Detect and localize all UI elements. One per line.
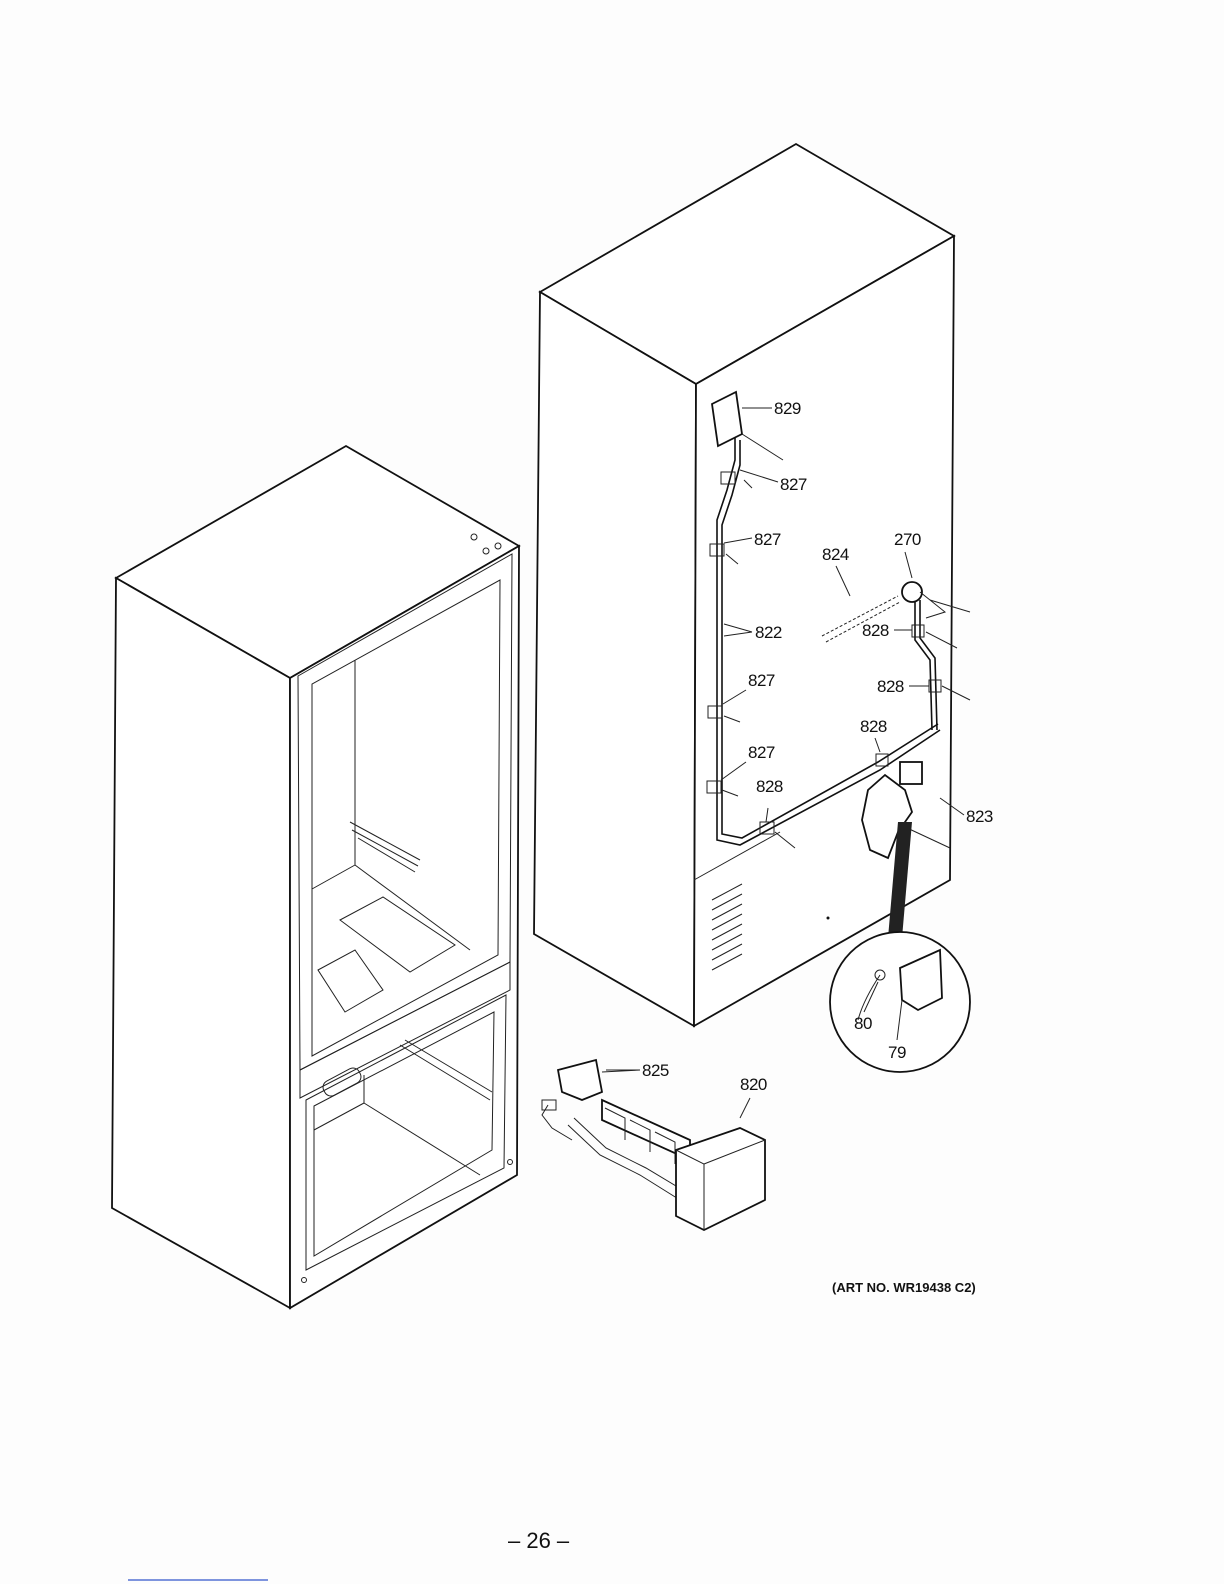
art-number: (ART NO. WR19438 C2) [832, 1280, 976, 1295]
page-number: – 26 – [508, 1528, 570, 1553]
callout-label: 80 [854, 1014, 872, 1033]
callout-label: 822 [755, 623, 782, 642]
refrigerator-cabinet-front [112, 446, 519, 1308]
callout-label: 820 [740, 1075, 767, 1094]
callout-label: 828 [877, 677, 904, 696]
callout-label: 824 [822, 545, 849, 564]
callout-label: 827 [754, 530, 781, 549]
callout-label: 827 [780, 475, 807, 494]
callout-label: 827 [748, 743, 775, 762]
callout-label: 828 [862, 621, 889, 640]
callout-label: 825 [642, 1061, 669, 1080]
callout-label: 823 [966, 807, 993, 826]
callout-label: 270 [894, 530, 921, 549]
callout-label: 828 [756, 777, 783, 796]
callout-label: 827 [748, 671, 775, 690]
refrigerator-cabinet-rear [534, 144, 970, 1072]
ice-maker-assembly [542, 1060, 765, 1230]
callout-label: 828 [860, 717, 887, 736]
callout-label: 79 [888, 1043, 906, 1062]
callout-label: 829 [774, 399, 801, 418]
